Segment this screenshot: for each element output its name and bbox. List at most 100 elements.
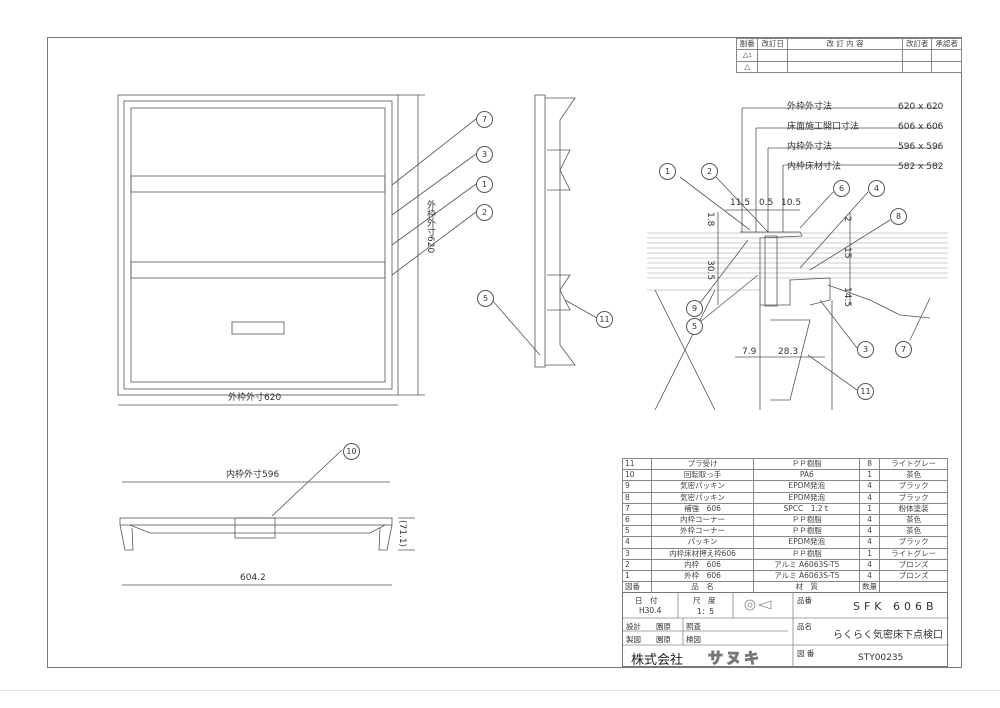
parts-header: 図番品 名材 質数量 (622, 581, 948, 594)
date-label: 日 付 (635, 596, 658, 605)
title-block: 日 付 H30.4 尺 度 1：5 設計 園原 製図 園原 照査 検図 品番 S… (622, 592, 949, 668)
dimension-label: 外枠外寸法 (787, 102, 833, 112)
parts-cell: EPDM発泡 (753, 480, 861, 493)
balloon: 9 (686, 300, 703, 317)
approve-label: 照査 (686, 622, 701, 631)
header-cell: 改訂日 (757, 37, 788, 51)
date-value: H30.4 (639, 606, 662, 615)
parts-cell: 気密パッキン (650, 491, 755, 504)
parts-cell: 4 (859, 525, 881, 538)
parts-cell: 1 (859, 547, 881, 560)
design-label: 設計 (626, 622, 641, 631)
divider (0, 690, 1000, 691)
drawing-sheet (47, 37, 962, 668)
parts-cell: 回転取っ手 (650, 469, 755, 482)
parts-cell: 11 (622, 457, 652, 471)
parts-cell: EPDM発泡 (753, 536, 861, 549)
balloon: 7 (476, 111, 493, 128)
parts-cell: 粉体塗装 (879, 502, 948, 515)
dimension-label: 内枠外寸法 (787, 142, 833, 152)
parts-cell: 茶色 (879, 469, 948, 482)
parts-cell: 4 (859, 491, 881, 504)
parts-cell: ＰＰ樹脂 (753, 457, 861, 471)
parts-cell: 茶色 (879, 525, 948, 538)
balloon: 11 (857, 383, 874, 400)
drawing-no-label: 図 番 (797, 649, 815, 658)
parts-cell: 茶色 (879, 513, 948, 527)
front-view (117, 94, 477, 406)
parts-cell: 3 (622, 547, 652, 560)
parts-cell: EPDM発泡 (753, 491, 861, 504)
name-label: 品名 (797, 622, 812, 631)
name-value: らくらく気密床下点検口 (833, 630, 943, 641)
front-width-label: 外枠外寸620 (228, 393, 282, 403)
parts-cell: 8 (859, 457, 881, 471)
parts-cell: 4 (622, 536, 652, 549)
company-logo: サヌキ (707, 649, 763, 668)
dimension-value: 582 x 582 (898, 162, 944, 172)
part-no-value: SFK 606B (853, 600, 938, 613)
dim-label: 28.3 (778, 347, 799, 357)
parts-cell: 内枠 606 (650, 558, 755, 571)
balloon: 1 (476, 176, 493, 193)
header-cell: 改 訂 内 容 (786, 37, 903, 51)
parts-cell: ブラック (879, 491, 948, 504)
parts-cell: 6 (622, 513, 652, 527)
inner-width-label: 内枠外寸596 (226, 470, 280, 480)
balloon: 2 (476, 204, 493, 221)
parts-cell: 4 (859, 513, 881, 527)
dim-label: 2 (842, 216, 852, 222)
parts-cell: 2 (622, 558, 652, 571)
parts-cell: ＰＰ樹脂 (753, 513, 861, 527)
parts-cell: ブラック (879, 480, 948, 493)
scale-label: 尺 度 (693, 596, 716, 605)
parts-cell: 4 (859, 480, 881, 493)
balloon: 6 (833, 180, 850, 197)
detail-view (647, 107, 948, 411)
parts-cell: 外枠コーナー (650, 525, 755, 538)
check-label: 検図 (686, 635, 701, 644)
revision-row: △1 (735, 49, 962, 63)
dim-label: 14.5 (842, 287, 852, 308)
parts-cell: 4 (859, 569, 881, 583)
parts-cell: 4 (859, 536, 881, 549)
dim-label: 7.9 (742, 347, 757, 357)
scale-value: 1：5 (697, 607, 715, 616)
design-value: 園原 (656, 622, 671, 631)
parts-cell: 1 (859, 502, 881, 515)
company-name: 株式会社 (631, 653, 684, 668)
revision-triangle-icon: △ (735, 61, 759, 74)
dim-label: 11.5 (730, 198, 751, 208)
parts-cell: ブロンズ (879, 558, 948, 571)
parts-cell: 1 (622, 569, 652, 583)
parts-cell: 8 (622, 491, 652, 504)
drawn-label: 製図 (626, 635, 641, 644)
dimension-label: 内枠床材寸法 (787, 162, 842, 172)
header-cell: 副番 (735, 37, 759, 51)
revision-row: △ (735, 61, 962, 74)
parts-cell: 補強 606 (650, 502, 755, 515)
parts-cell: 1 (859, 469, 881, 482)
overall-width-label: 604.2 (240, 573, 266, 583)
header-cell: 改訂者 (901, 37, 933, 51)
parts-cell: プラ受け (650, 457, 755, 471)
revision-table: 副番 改訂日 改 訂 内 容 改訂者 承認者 △1 △ (735, 37, 962, 74)
balloon: 11 (596, 311, 613, 328)
dim-label: 1.8 (705, 212, 715, 227)
revision-header: 副番 改訂日 改 訂 内 容 改訂者 承認者 (735, 37, 962, 51)
height-label: (71.1) (397, 520, 407, 548)
drawn-value: 園原 (656, 635, 671, 644)
parts-cell: 5 (622, 525, 652, 538)
parts-cell: 9 (622, 480, 652, 493)
side-view (491, 94, 598, 368)
header-cell: 承認者 (931, 37, 962, 51)
